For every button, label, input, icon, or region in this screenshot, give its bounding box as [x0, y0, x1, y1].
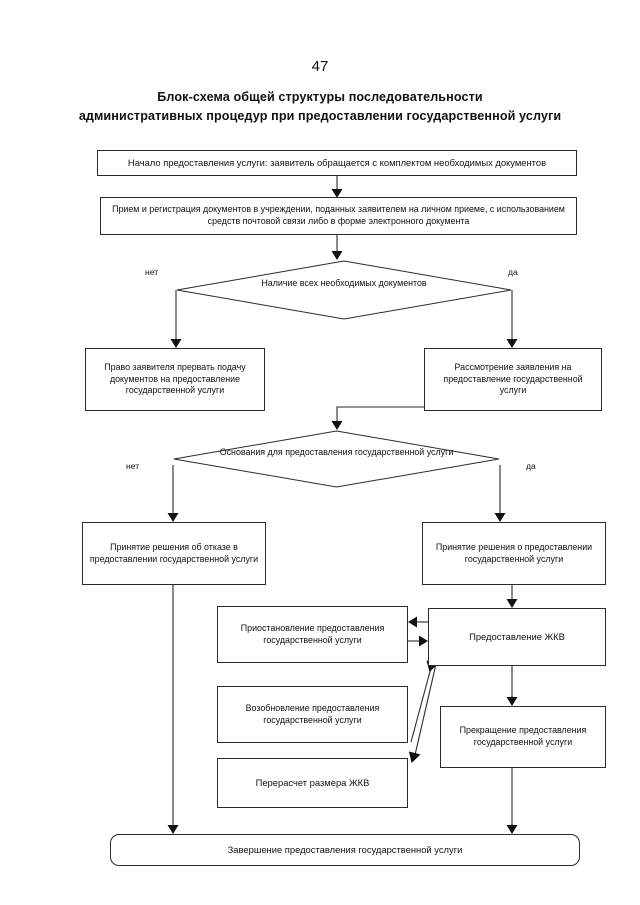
diamond-shape: [176, 260, 512, 320]
node-grant-decision[interactable]: Принятие решения о предоставлении госуда…: [422, 522, 606, 585]
node-recalculate-amount[interactable]: Перерасчет размера ЖКВ: [217, 758, 408, 808]
page-title: Блок-схема общей структуры последователь…: [60, 88, 580, 126]
node-intake[interactable]: Прием и регистрация документов в учрежде…: [100, 197, 577, 235]
node-interrupt-submission[interactable]: Право заявителя прервать подачу документ…: [85, 348, 265, 411]
node-start[interactable]: Начало предоставления услуги: заявитель …: [97, 150, 577, 176]
edge-label-yes-1: да: [508, 267, 518, 277]
node-review-application[interactable]: Рассмотрение заявления на предоставление…: [424, 348, 602, 411]
node-decision-grounds[interactable]: Основания для предоставления государстве…: [173, 430, 500, 488]
page-number: 47: [311, 58, 329, 75]
edge-label-yes-2: да: [526, 461, 536, 471]
node-provide-zhkv-label: Предоставление ЖКВ: [469, 631, 565, 643]
node-interrupt-submission-label: Право заявителя прервать подачу документ…: [104, 362, 246, 396]
node-recalculate-amount-label: Перерасчет размера ЖКВ: [255, 777, 370, 789]
page-title-line-1: Блок-схема общей структуры последователь…: [157, 90, 483, 104]
node-decision-documents[interactable]: Наличие всех необходимых документов: [176, 260, 512, 320]
node-finish[interactable]: Завершение предоставления государственно…: [110, 834, 580, 866]
page-title-line-2: административных процедур при предоставл…: [78, 109, 562, 123]
node-finish-label: Завершение предоставления государственно…: [227, 844, 463, 856]
node-grant-decision-label: Принятие решения о предоставлении госуда…: [435, 541, 593, 564]
node-review-application-label: Рассмотрение заявления на предоставление…: [443, 362, 583, 396]
node-suspend-service[interactable]: Приостановление предоставления государст…: [217, 606, 408, 663]
node-decision-documents-label: Наличие всех необходимых документов: [261, 278, 427, 289]
node-terminate-service-label: Прекращение предоставления государственн…: [459, 725, 587, 747]
node-refusal-decision-label: Принятие решения об отказе в предоставле…: [89, 541, 259, 564]
node-resume-service-label: Возобновление предоставления государстве…: [245, 702, 380, 725]
edge-label-no-2: нет: [126, 461, 140, 471]
diamond-shape: [173, 430, 500, 488]
node-refusal-decision[interactable]: Принятие решения об отказе в предоставле…: [82, 522, 266, 585]
node-intake-label: Прием и регистрация документов в учрежде…: [112, 204, 565, 226]
node-terminate-service[interactable]: Прекращение предоставления государственн…: [440, 706, 606, 768]
node-provide-zhkv[interactable]: Предоставление ЖКВ: [428, 608, 606, 666]
edge-label-no-1: нет: [145, 267, 159, 277]
node-start-label: Начало предоставления услуги: заявитель …: [127, 157, 547, 169]
node-suspend-service-label: Приостановление предоставления государст…: [240, 622, 385, 645]
node-resume-service[interactable]: Возобновление предоставления государстве…: [217, 686, 408, 743]
node-decision-grounds-label: Основания для предоставления государстве…: [219, 447, 454, 458]
